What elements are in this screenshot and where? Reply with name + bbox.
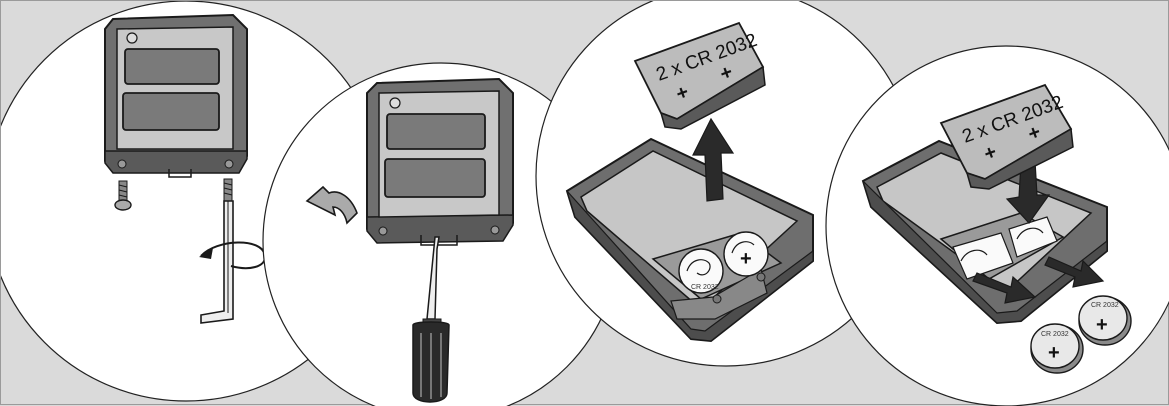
remote-button-top — [124, 48, 220, 85]
slide-out-arrow-icon — [1044, 256, 1105, 288]
battery-coin-icon — [723, 231, 769, 277]
battery-cover: 2 x CR 2032 + + — [939, 83, 1074, 190]
screwdriver-icon — [412, 236, 450, 403]
up-arrow-icon — [692, 117, 735, 202]
pry-arrow-icon — [305, 185, 358, 225]
step-4-replace-batteries: 2 x CR 2032 + + CR 2032 + CR 2032 + — [825, 45, 1169, 406]
step-2-pry-open-case — [262, 62, 620, 406]
plus-symbol: + — [1048, 342, 1060, 364]
led-indicator-icon — [126, 32, 138, 44]
coin-label: CR 2032 — [1091, 302, 1119, 309]
remote-control-body — [366, 77, 514, 246]
battery-coin-icon — [678, 248, 724, 294]
remote-control-body — [104, 13, 248, 178]
step-1-remove-screws — [1, 1, 387, 402]
coin-label: CR 2032 — [691, 284, 719, 291]
open-case-tray: CR 2032 + — [565, 137, 814, 343]
battery-cover: 2 x CR 2032 + + — [633, 21, 766, 130]
battery-coin-icon: CR 2032 + — [1030, 323, 1084, 374]
battery-coin-icon: CR 2032 + — [1078, 295, 1132, 346]
screw-icon — [223, 178, 233, 202]
step-3-lift-battery-cover: CR 2032 + 2 x CR 2032 + + — [535, 1, 917, 367]
plus-symbol: + — [740, 248, 752, 270]
coin-label: CR 2032 — [1041, 331, 1069, 338]
open-case-tray — [861, 139, 1108, 325]
led-indicator-icon — [389, 97, 401, 109]
screw-icon — [114, 180, 132, 211]
remote-button-bottom — [384, 158, 486, 198]
remote-button-bottom — [122, 92, 220, 131]
plus-symbol: + — [1096, 314, 1108, 336]
slide-out-arrow-icon — [972, 272, 1037, 304]
hex-key-icon — [200, 200, 234, 324]
remote-button-top — [386, 113, 486, 150]
